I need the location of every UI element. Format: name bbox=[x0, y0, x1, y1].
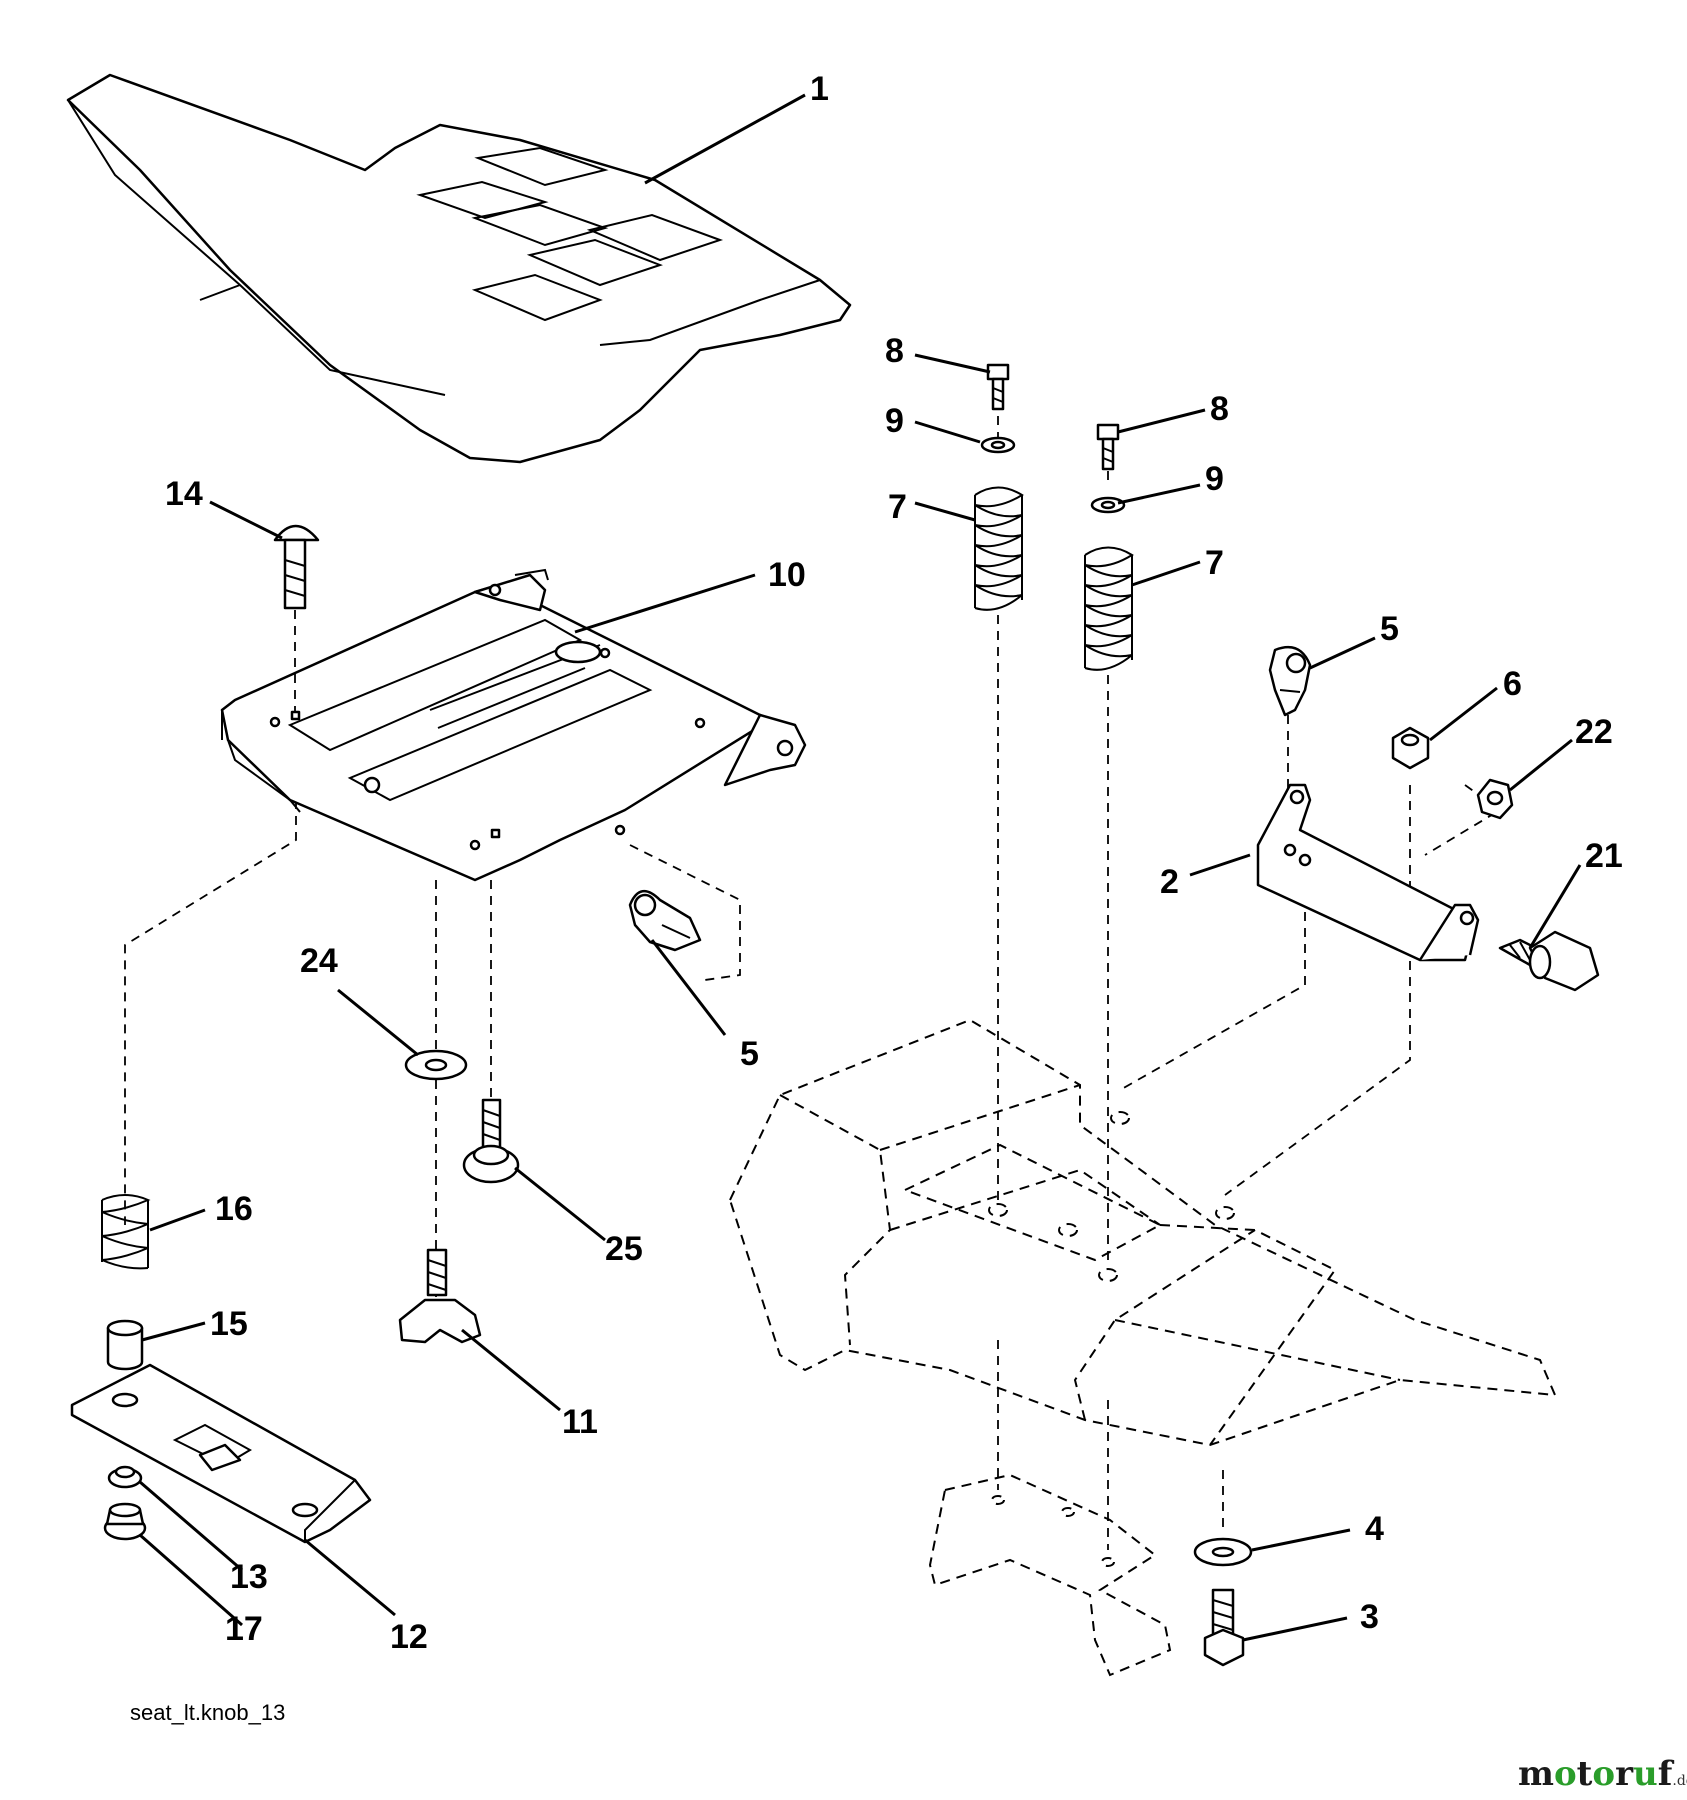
seat-panels bbox=[416, 146, 724, 322]
pan-slot-hole bbox=[554, 640, 602, 664]
watermark-letter: r bbox=[1615, 1754, 1634, 1794]
callout-1: 1 bbox=[810, 70, 829, 108]
spacer bbox=[106, 1319, 144, 1371]
nut-22 bbox=[1476, 778, 1514, 820]
watermark-name: motoruf bbox=[1518, 1754, 1675, 1794]
callout-4: 4 bbox=[1365, 1510, 1384, 1548]
watermark-tld: .de bbox=[1672, 1773, 1687, 1789]
spring-7-left bbox=[974, 486, 1024, 611]
nut-6 bbox=[1391, 726, 1430, 770]
watermark-letter: o bbox=[1592, 1754, 1615, 1794]
callout-11: 11 bbox=[562, 1403, 598, 1441]
seat-clip bbox=[628, 890, 702, 952]
drawing-name: seat_lt.knob_13 bbox=[130, 1700, 285, 1725]
watermark-letter: o bbox=[1554, 1754, 1577, 1794]
clip-5-right bbox=[1268, 645, 1312, 717]
shoulder-bolt bbox=[462, 1098, 520, 1184]
washer-9-left bbox=[980, 436, 1016, 454]
callout-5-left: 5 bbox=[740, 1035, 759, 1073]
watermark-letter: f bbox=[1658, 1754, 1675, 1794]
watermark-logo: motoruf.de bbox=[1518, 1754, 1687, 1794]
seat-pan bbox=[220, 568, 807, 882]
carriage-bolt bbox=[273, 524, 320, 712]
lower-bracket-outline bbox=[928, 1473, 1172, 1677]
bolt-8-left bbox=[986, 363, 1010, 411]
seat bbox=[66, 73, 852, 464]
callout-25: 25 bbox=[605, 1230, 643, 1268]
frame-holes bbox=[988, 1111, 1235, 1282]
shoulder-bolt-21 bbox=[1498, 930, 1600, 992]
callout-3: 3 bbox=[1360, 1598, 1379, 1636]
callout-15: 15 bbox=[210, 1305, 248, 1343]
callout-9-left: 9 bbox=[885, 402, 904, 440]
watermark-letter: m bbox=[1518, 1754, 1554, 1794]
mounting-plate bbox=[70, 1363, 372, 1544]
callout-8-right: 8 bbox=[1210, 390, 1229, 428]
callout-24: 24 bbox=[300, 942, 338, 980]
washer-9-right bbox=[1090, 496, 1126, 514]
callout-10: 10 bbox=[768, 556, 806, 594]
frame-outline bbox=[728, 1018, 1557, 1447]
bracket bbox=[1256, 783, 1480, 962]
svg-text:motoruf.de: motoruf.de bbox=[1518, 1754, 1687, 1794]
callout-2: 2 bbox=[1160, 863, 1179, 901]
pan-pivot-hole bbox=[776, 739, 794, 757]
leader-lines bbox=[139, 93, 1582, 1642]
callout-13: 13 bbox=[230, 1558, 268, 1596]
washer-4 bbox=[1193, 1537, 1253, 1567]
callout-6: 6 bbox=[1503, 665, 1522, 703]
callout-16: 16 bbox=[215, 1190, 253, 1228]
callout-22: 22 bbox=[1575, 713, 1613, 751]
callout-7-right: 7 bbox=[1205, 544, 1224, 582]
watermark-letter: u bbox=[1633, 1754, 1658, 1794]
bolt-3 bbox=[1203, 1588, 1245, 1667]
washer-24 bbox=[404, 1049, 468, 1081]
seat-knob bbox=[398, 1248, 482, 1344]
callout-12: 12 bbox=[390, 1618, 428, 1656]
flange-nut-13 bbox=[107, 1465, 143, 1489]
callout-5-right: 5 bbox=[1380, 610, 1399, 648]
callout-labels: 1 2 3 4 5 5 6 7 7 8 8 9 9 10 11 12 13 14… bbox=[165, 70, 1623, 1656]
spring-7-right bbox=[1084, 546, 1134, 671]
compression-spring-16 bbox=[101, 1194, 151, 1270]
callout-7-left: 7 bbox=[888, 488, 907, 526]
callout-14: 14 bbox=[165, 475, 203, 513]
bolt-8-right bbox=[1096, 423, 1120, 471]
callout-9-right: 9 bbox=[1205, 460, 1224, 498]
callout-21: 21 bbox=[1585, 837, 1623, 875]
callout-17: 17 bbox=[225, 1610, 263, 1648]
assembly-lines bbox=[124, 400, 1502, 1550]
lock-nut-17 bbox=[103, 1502, 147, 1541]
callout-8-left: 8 bbox=[885, 332, 904, 370]
watermark-letter: t bbox=[1577, 1754, 1593, 1794]
